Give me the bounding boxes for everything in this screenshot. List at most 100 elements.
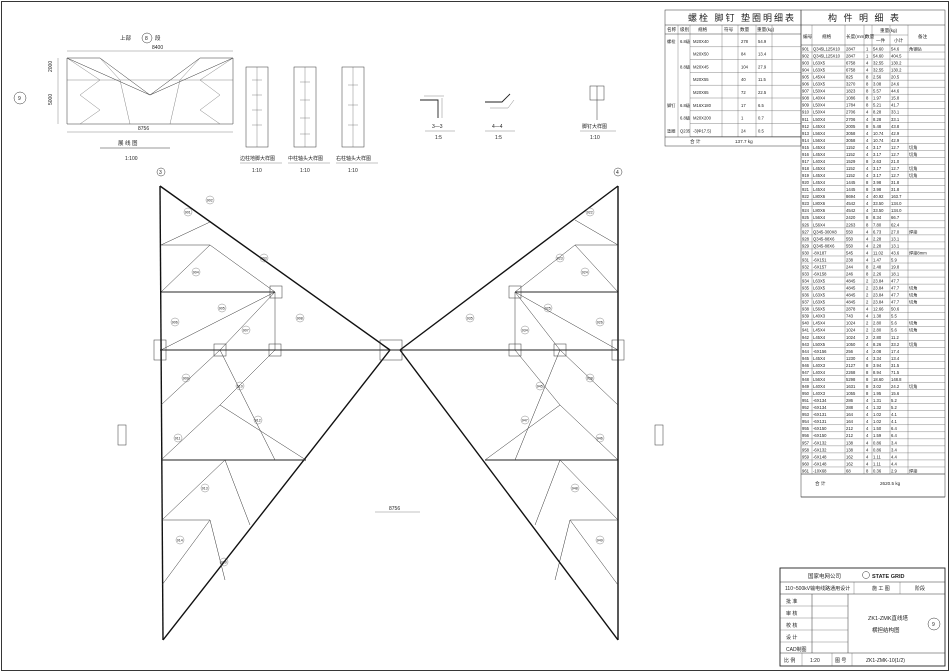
parts-cell: 288 [846, 405, 854, 410]
parts-cell: L45X4 [813, 321, 826, 326]
parts-cell: 938 [802, 307, 810, 312]
parts-cell: 928 [802, 236, 810, 241]
parts-cell: 8 [866, 96, 869, 101]
section-3-3-angle [420, 99, 439, 118]
right-column-plate [611, 339, 625, 361]
parts-cell: 32.55 [873, 60, 884, 65]
parts-cell: 825 [846, 75, 854, 80]
bolt-cell: 6.8级 [680, 102, 691, 109]
parts-cell: 8 [866, 370, 869, 375]
parts-cell: 937 [802, 300, 810, 305]
parts-cell: 切角 [909, 299, 917, 306]
parts-cell: 3.08 [873, 82, 882, 87]
parts-cell: 912 [802, 124, 810, 129]
parts-cell: L40X4 [813, 96, 826, 101]
parts-cell: 903 [802, 60, 810, 65]
parts-cell: 942 [802, 335, 810, 340]
parts-cell: -6X148 [813, 454, 827, 459]
part-label-text: 934 [522, 329, 528, 333]
parts-cell: 939 [802, 314, 810, 319]
parts-cell: 902 [802, 53, 810, 58]
parts-cell: 10.74 [873, 138, 884, 143]
parts-cell: -6X150 [813, 426, 827, 431]
gusset-plate-left-3 [268, 343, 282, 357]
parts-cell: 4845 [846, 293, 856, 298]
parts-cell: 5.9 [891, 257, 897, 262]
parts-cell: 934 [802, 279, 810, 284]
bolt-cell: 104 [741, 64, 749, 69]
elevation-frame [66, 57, 234, 125]
parts-cell: 5.48 [873, 124, 882, 129]
parts-cell: 4 [866, 433, 869, 438]
parts-cell: L63X5 [813, 300, 826, 305]
part-label-text: 908 [297, 317, 303, 321]
parts-cell: 955 [802, 426, 810, 431]
title-role-label: CAD制图 [786, 646, 807, 653]
section-2-name: 中柱轴头大样图 [288, 155, 323, 162]
parts-cell: 4 [866, 250, 869, 255]
parts-cell: 929 [802, 243, 810, 248]
parts-cell: 33.50 [873, 208, 884, 213]
parts-cell: 8.26 [873, 342, 882, 347]
parts-cell: 2.80 [873, 335, 882, 340]
part-label-circle [235, 381, 245, 391]
part-label-circle [175, 535, 185, 545]
parts-cell: 4 [866, 201, 869, 206]
parts-cell: L63X5 [813, 279, 826, 284]
left-section-text: 3 [159, 170, 162, 176]
parts-cell: 1 [866, 53, 869, 58]
parts-table-title: 构 件 明 细 表 [828, 12, 901, 23]
parts-cell: 8 [866, 468, 869, 473]
left-splice-marker [117, 424, 127, 446]
parts-cell: 4 [866, 68, 869, 73]
parts-cell: 角钢贴 [909, 45, 922, 52]
parts-cell: 12.7 [891, 166, 900, 171]
bolt-cell: 72 [741, 90, 746, 95]
parts-cell: L56X5 [813, 307, 826, 312]
parts-cell: L50X5 [813, 342, 826, 347]
parts-cell: 12.66 [873, 307, 884, 312]
part-label-circle [205, 195, 215, 205]
part-label-circle [585, 207, 595, 217]
title-role-label: 审 核 [786, 610, 797, 617]
parts-cell: -6X157 [813, 264, 827, 269]
parts-cell: 923 [802, 201, 810, 206]
parts-cell: 5.6 [891, 328, 897, 333]
title-stage-label: 阶段 [915, 585, 925, 592]
parts-cell: 950 [802, 391, 810, 396]
parts-cell: 8.34 [873, 215, 882, 220]
parts-cell: 2 [866, 321, 869, 326]
section-3-scale: 1:10 [348, 168, 358, 174]
parts-cell: 1.47 [873, 257, 882, 262]
bolt-cell: 6.8级 [680, 38, 691, 45]
parts-cell: 7.80 [873, 222, 882, 227]
section-details: 边柱地脚大样图 1:10 中柱轴头大样图 1:10 右柱轴头大样图 1:10 3… [240, 66, 616, 174]
part-label-text: 920 [221, 561, 227, 565]
part-label-text: 909 [183, 377, 189, 381]
parts-header-cell: 一件 [876, 37, 886, 44]
parts-cell: 935 [802, 286, 810, 291]
part-label-text: 947 [522, 419, 528, 423]
parts-cell: 5.57 [873, 89, 882, 94]
title-company: 国家电网公司 [808, 572, 841, 580]
parts-cell: 11.02 [873, 250, 884, 255]
parts-cell: 42.9 [891, 138, 900, 143]
parts-cell: 切角 [909, 292, 917, 299]
part-label-text: 914 [177, 539, 183, 543]
right-top-chord [399, 185, 619, 351]
part-label-circle [181, 373, 191, 383]
parts-cell: 2 [866, 328, 869, 333]
elevation-height-dim-1: 2000 [48, 61, 54, 72]
parts-cell: L45X4 [813, 173, 826, 178]
parts-cell: 27.0 [891, 229, 900, 234]
parts-cell: 4 [866, 229, 869, 234]
parts-cell: -6X151 [813, 257, 827, 262]
part-label-text: 945 [537, 385, 543, 389]
parts-cell: 545 [846, 250, 854, 255]
parts-cell: 953 [802, 412, 810, 417]
parts-cell: 2706 [846, 110, 856, 115]
parts-cell: 162 [846, 454, 854, 459]
parts-cell: L45X4 [813, 124, 826, 129]
parts-cell: L45X4 [813, 145, 826, 150]
